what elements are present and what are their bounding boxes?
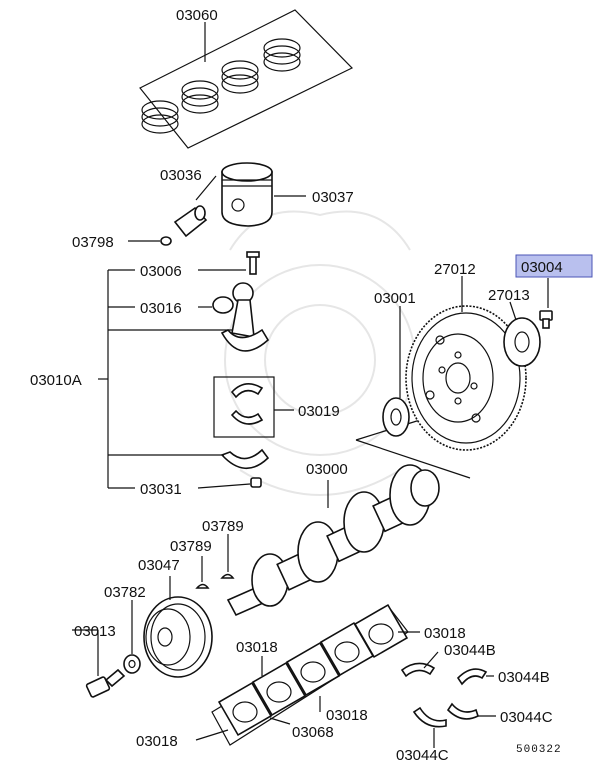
drive-plate-spacer[interactable] — [382, 397, 410, 437]
label-03789-top[interactable]: 03789 — [202, 518, 244, 535]
connecting-rod-bushing[interactable] — [212, 296, 234, 314]
flywheel[interactable] — [405, 305, 527, 451]
thrust-washer-03044C-1[interactable] — [412, 706, 447, 728]
crankshaft[interactable] — [226, 464, 440, 617]
label-03018-right[interactable]: 03018 — [424, 625, 466, 642]
flywheel-bolt[interactable] — [539, 310, 553, 329]
piston-rings-group[interactable] — [139, 9, 354, 149]
label-03000[interactable]: 03000 — [306, 461, 348, 478]
label-03001[interactable]: 03001 — [374, 290, 416, 307]
thrust-washer-03044B-2[interactable] — [456, 668, 488, 686]
label-03782[interactable]: 03782 — [104, 584, 146, 601]
label-03060[interactable]: 03060 — [176, 7, 218, 24]
label-03789-bottom[interactable]: 03789 — [170, 538, 212, 555]
thrust-washer-03044B-1[interactable] — [400, 662, 436, 678]
label-03004[interactable]: 03004 — [521, 259, 563, 276]
label-03006[interactable]: 03006 — [140, 263, 182, 280]
label-03019[interactable]: 03019 — [298, 403, 340, 420]
label-27012[interactable]: 27012 — [434, 261, 476, 278]
piston-pin-clip[interactable] — [160, 236, 172, 246]
woodruff-key-1[interactable] — [195, 583, 210, 589]
label-03044B-top[interactable]: 03044B — [444, 642, 496, 659]
thrust-washer-03044C-2[interactable] — [446, 702, 479, 720]
label-03018-middle[interactable]: 03018 — [326, 707, 368, 724]
label-03036[interactable]: 03036 — [160, 167, 202, 184]
piston-pin[interactable] — [173, 205, 208, 238]
label-03044B-right[interactable]: 03044B — [498, 669, 550, 686]
connecting-rod-bearing[interactable] — [213, 376, 275, 438]
pulley-washer[interactable] — [123, 654, 141, 674]
label-27013[interactable]: 27013 — [488, 287, 530, 304]
label-03044C-right[interactable]: 03044C — [500, 709, 553, 726]
label-03016[interactable]: 03016 — [140, 300, 182, 317]
label-03010A[interactable]: 03010A — [30, 372, 82, 389]
crankshaft-pulley[interactable] — [143, 596, 213, 678]
label-03031[interactable]: 03031 — [140, 481, 182, 498]
label-03018-lower[interactable]: 03018 — [136, 733, 178, 750]
pulley-bolt[interactable] — [85, 668, 126, 698]
label-03047[interactable]: 03047 — [138, 557, 180, 574]
connecting-rod-bolt[interactable] — [246, 251, 260, 275]
label-03044C-bottom[interactable]: 03044C — [396, 747, 449, 764]
connecting-rod[interactable] — [220, 282, 270, 352]
label-03037[interactable]: 03037 — [312, 189, 354, 206]
connecting-rod-cap[interactable] — [220, 448, 270, 470]
flywheel-adapter-plate[interactable] — [503, 317, 541, 367]
label-03004-highlight[interactable] — [515, 254, 593, 278]
main-bearings-upper[interactable] — [211, 603, 409, 746]
woodruff-key-2[interactable] — [220, 573, 235, 579]
label-03018-upper[interactable]: 03018 — [236, 639, 278, 656]
label-03798[interactable]: 03798 — [72, 234, 114, 251]
label-03068[interactable]: 03068 — [292, 724, 334, 741]
connecting-rod-nut[interactable] — [250, 477, 262, 488]
label-03013[interactable]: 03013 — [74, 623, 116, 640]
diagram-code: 500322 — [516, 744, 562, 756]
piston[interactable] — [221, 162, 273, 227]
